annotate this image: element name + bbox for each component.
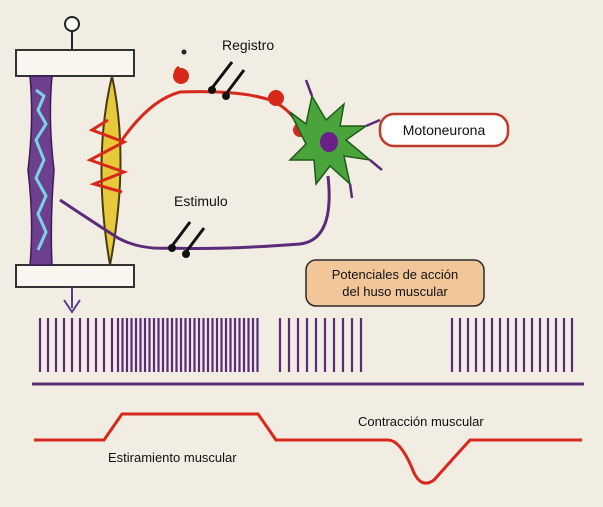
label-contraccion: Contracción muscular <box>358 414 484 429</box>
bottom-clamp <box>16 265 134 287</box>
label-estimulo: Estimulo <box>174 193 228 209</box>
electrode-tip <box>168 244 176 252</box>
synapse-terminal <box>173 68 189 84</box>
top-clamp <box>16 50 134 76</box>
electrode-tip <box>182 250 190 258</box>
small-dot <box>182 50 187 55</box>
label-motoneurona: Motoneurona <box>403 122 486 138</box>
label-potenciales-line2: del huso muscular <box>342 284 448 299</box>
electrode-tip <box>222 92 230 100</box>
electrode-tip <box>208 86 216 94</box>
neuron-nucleus <box>320 132 338 152</box>
hook-ring <box>65 17 79 31</box>
label-registro: Registro <box>222 37 274 53</box>
label-estiramiento: Estiramiento muscular <box>108 450 237 465</box>
label-potenciales-line1: Potenciales de acción <box>332 267 458 282</box>
synapse-terminal <box>268 90 284 106</box>
